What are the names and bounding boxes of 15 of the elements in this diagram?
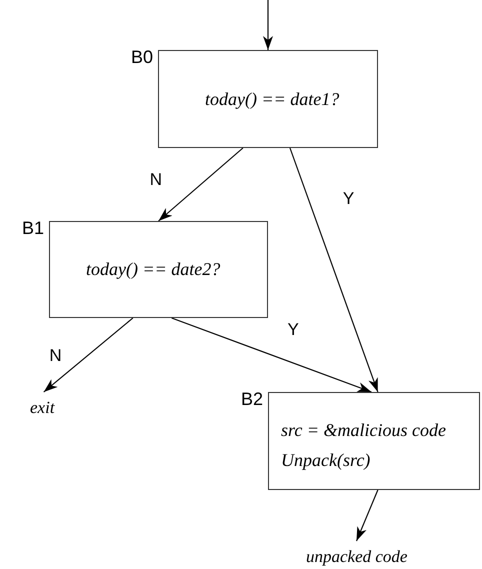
arrow [171,317,372,393]
code-text: today() == date1? [205,88,340,110]
code-text: src = &malicious code [281,419,446,441]
code-text: today() == date2? [86,258,220,280]
code-text: Unpack(src) [281,449,370,471]
block-label: B1 [22,218,44,238]
arrow [356,490,378,542]
block-label: B2 [240,389,263,409]
terminal-text: unpacked code [306,547,408,567]
arrow [263,0,273,50]
block-label: B0 [130,47,153,67]
arrow [43,318,134,392]
terminal-text: exit [30,398,55,418]
arrow [158,148,244,222]
arrow [289,148,378,392]
